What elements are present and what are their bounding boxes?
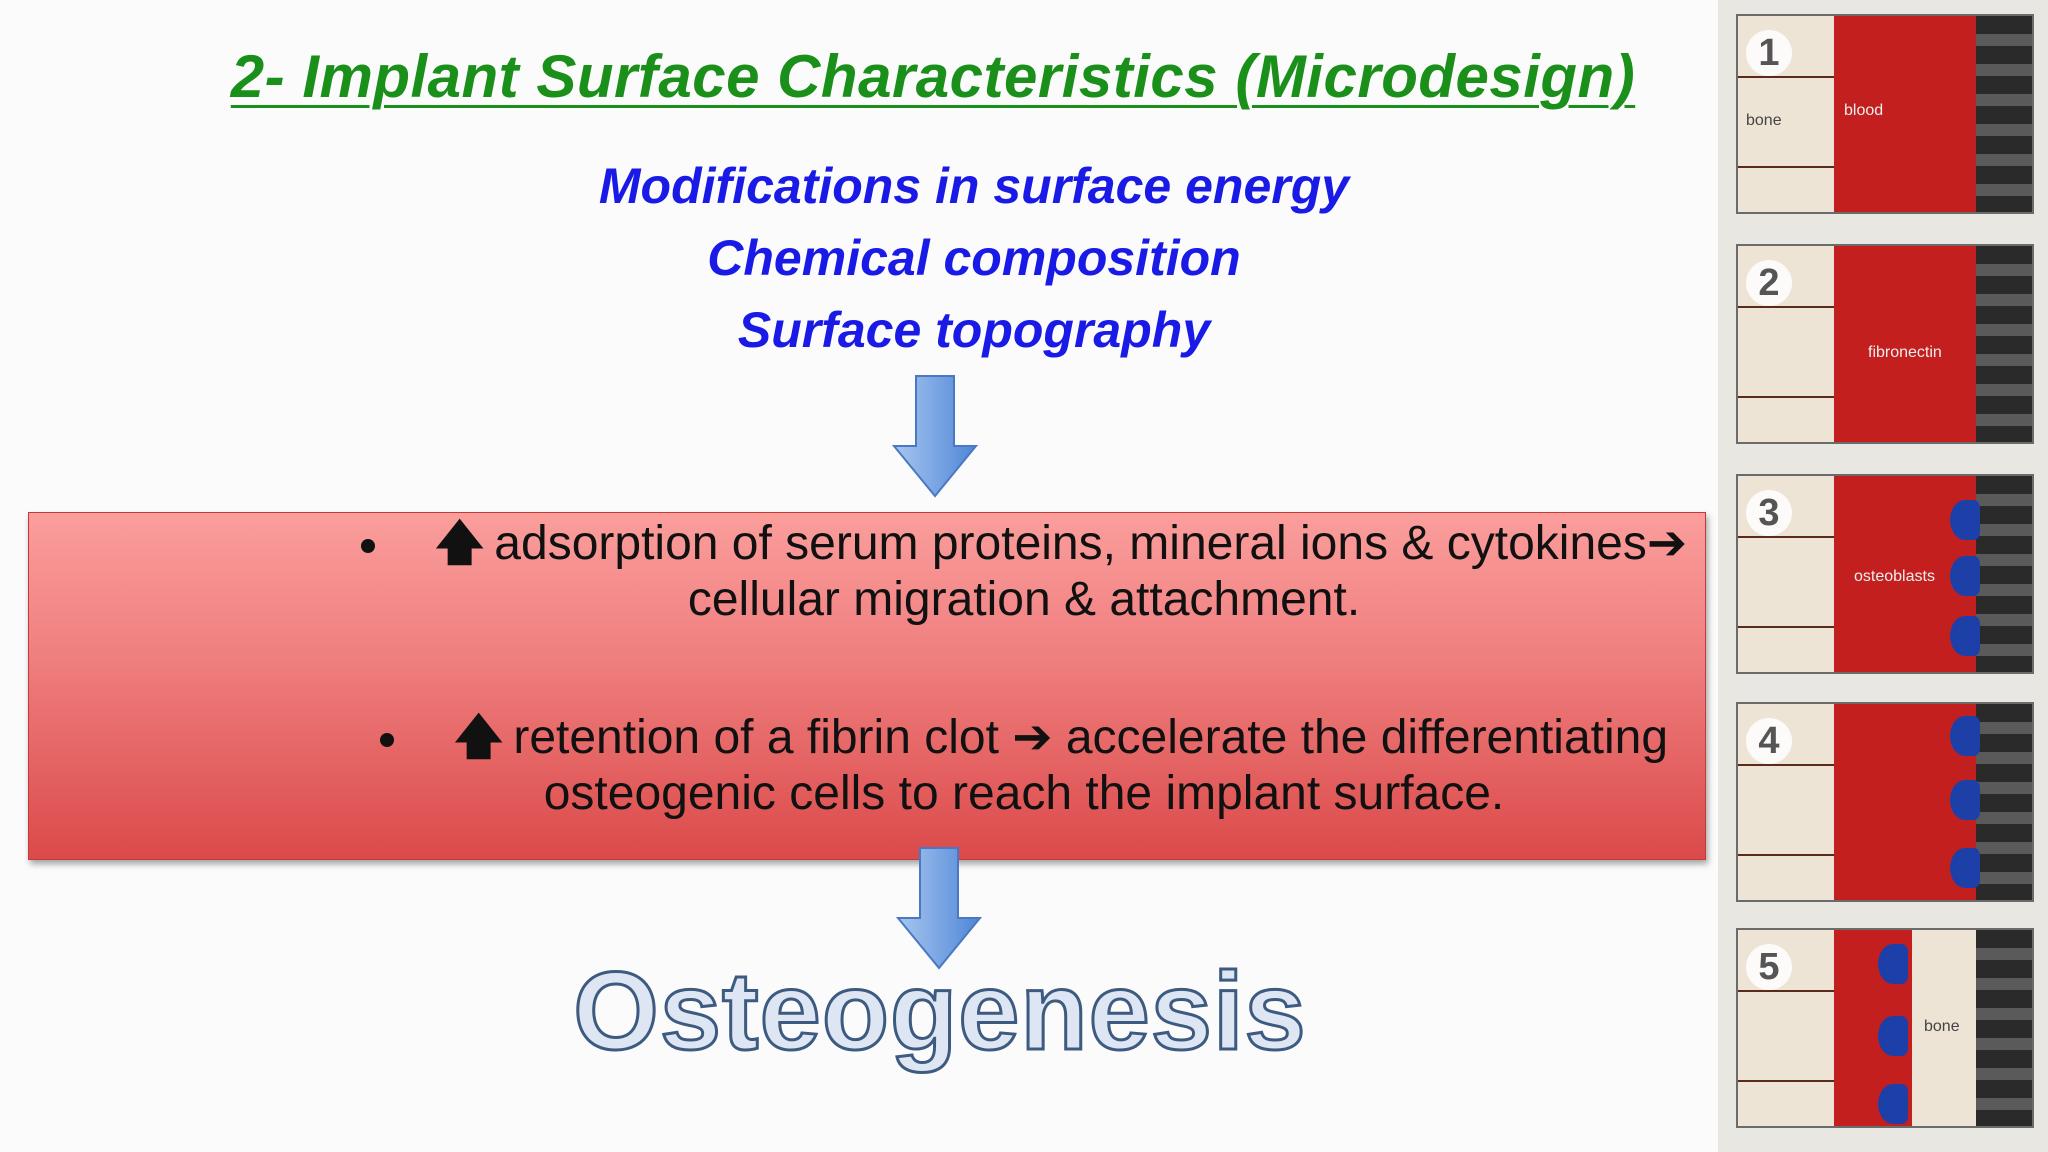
stage-label: osteoblasts — [1854, 568, 1935, 585]
bullet-text: adsorption of serum proteins, mineral io… — [494, 517, 1647, 570]
bullet-item: 🡅adsorption of serum proteins, mineral i… — [0, 516, 2048, 628]
slide-title: 2- Implant Surface Characteristics (Micr… — [230, 43, 1636, 110]
stage-label: bone — [1924, 1018, 1960, 1035]
modifications-list: Modifications in surface energy Chemical… — [0, 150, 1948, 366]
stage-number: 5 — [1746, 944, 1792, 990]
bullet-item: 🡅retention of a fibrin clot ➔ accelerate… — [0, 710, 2048, 822]
modification-item: Modifications in surface energy — [598, 158, 1350, 214]
up-arrow-icon: 🡅 — [453, 711, 504, 764]
right-arrow-icon: ➔ — [1646, 517, 1688, 570]
stage-panel: 1 bone blood — [1736, 14, 2034, 214]
result-text: Osteogenesis — [572, 949, 1307, 1075]
stage-panel: 3 osteoblasts — [1736, 474, 2034, 674]
bullet-text: osteogenic cells to reach the implant su… — [543, 767, 1505, 820]
bullet-text: accelerate the differentiating — [1065, 711, 1669, 764]
bullet-dot — [379, 733, 394, 748]
right-arrow-icon: ➔ — [1012, 711, 1053, 764]
bullet-text: retention of a fibrin clot — [513, 711, 999, 764]
stage-label: fibronectin — [1868, 344, 1942, 361]
stage-panel: 5 bone — [1736, 928, 2034, 1128]
osseointegration-stages: 1 bone blood 2 fibronectin 3 osteoblasts… — [1718, 0, 2048, 1152]
effects-box — [28, 512, 1706, 860]
modification-item: Chemical composition — [707, 230, 1241, 286]
stage-number: 4 — [1746, 718, 1792, 764]
stage-panel: 2 fibronectin — [1736, 244, 2034, 444]
modification-item: Surface topography — [737, 302, 1211, 358]
stage-label: blood — [1844, 102, 1884, 119]
stage-panel: 4 — [1736, 702, 2034, 902]
up-arrow-icon: 🡅 — [434, 517, 485, 570]
down-arrow-icon — [892, 375, 978, 498]
bullet-text: cellular migration & attachment. — [687, 573, 1361, 626]
down-arrow-icon — [896, 847, 982, 970]
bullet-dot — [360, 539, 375, 554]
stage-number: 2 — [1746, 260, 1792, 306]
stage-label: bone — [1746, 112, 1782, 129]
stage-number: 1 — [1746, 30, 1792, 76]
stage-number: 3 — [1746, 490, 1792, 536]
